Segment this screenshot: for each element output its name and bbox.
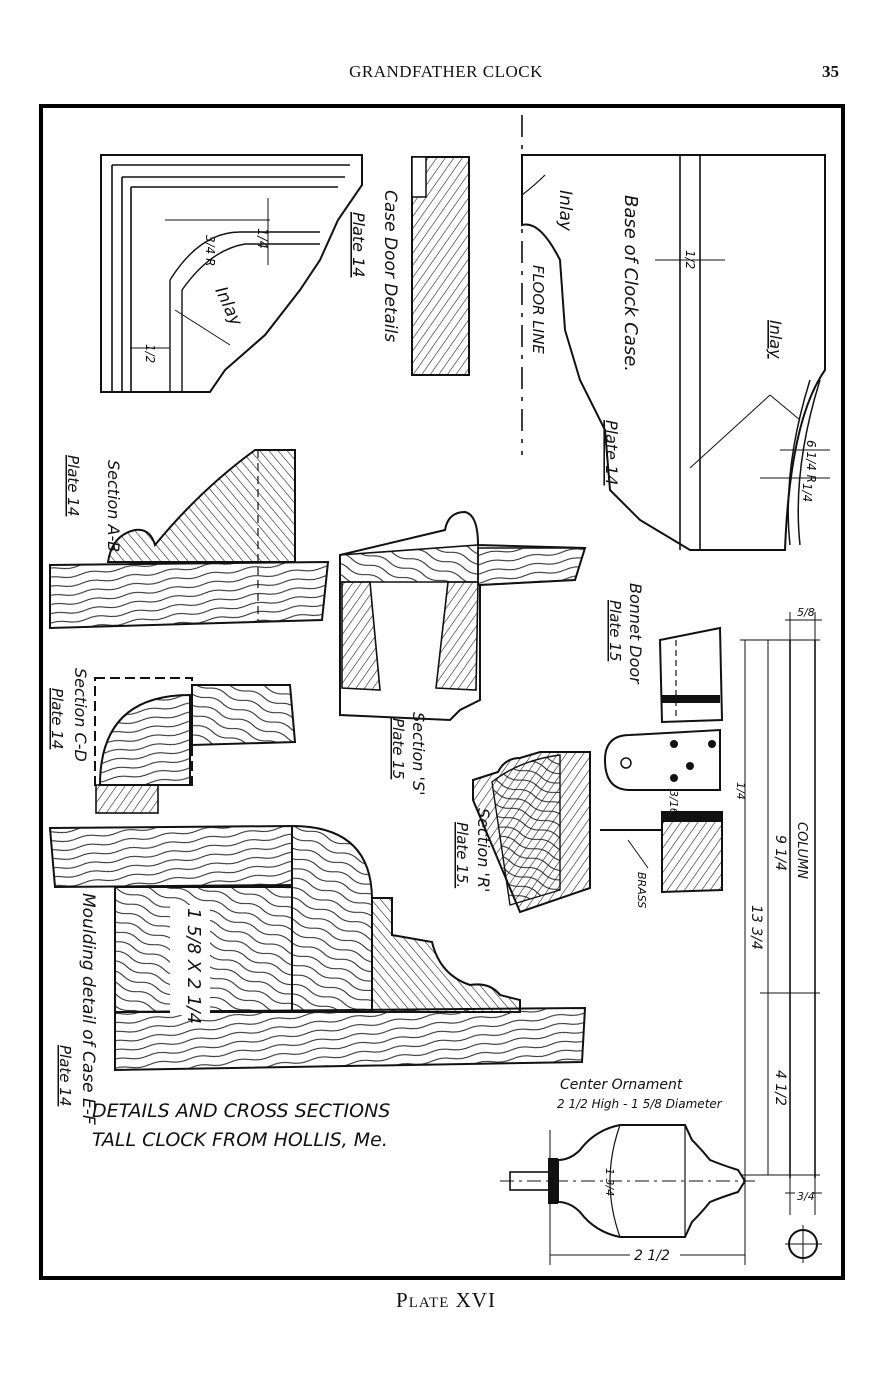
center-ornament: Center Ornament 2 1/2 High - 1 5/8 Diame…	[500, 1077, 755, 1265]
moulding-detail: 1 5/8 X 2 1/4 Moulding detail of Case E-…	[48, 824, 587, 1125]
page-number: 35	[822, 62, 839, 81]
case-door-dim-c: 1/2	[143, 344, 157, 363]
column-dim-mid: 9 1/4	[772, 835, 788, 871]
ornament-title: Center Ornament	[560, 1077, 683, 1093]
section-ab-title: Section A-B	[104, 460, 123, 552]
case-door-dim-a: 1/4	[254, 228, 269, 249]
plate-title-line1: DETAILS AND CROSS SECTIONS	[92, 1100, 390, 1122]
section-r-title: Section 'R'	[474, 808, 493, 892]
plate-title-line2: TALL CLOCK FROM HOLLIS, Me.	[92, 1129, 388, 1151]
section-a-b: Section A-B Plate 14	[49, 449, 330, 630]
section-cd-ref: Plate 14	[48, 688, 66, 749]
floor-line-label: FLOOR LINE	[529, 265, 547, 354]
ornament-dim-width: 2 1/2	[634, 1248, 670, 1264]
plate-caption: Plate XVI	[396, 1288, 496, 1312]
base-dim-small: 1/4	[800, 483, 814, 502]
base-title: Base of Clock Case.	[620, 195, 641, 372]
base-dim-big-r: 6 1/4 R	[804, 440, 818, 483]
bonnet-dim-a: 3/16	[667, 790, 680, 815]
ornament-spec: 2 1/2 High - 1 5/8 Diameter	[557, 1097, 723, 1111]
brass-label: BRASS	[635, 872, 648, 908]
column-dim-lower: 4 1/2	[772, 1070, 788, 1106]
ornament-dim-height: 1 3/4	[603, 1168, 616, 1196]
case-door-dim-b: 3/4 R	[203, 235, 217, 266]
base-inlay-label: Inlay	[766, 320, 785, 359]
plate-border	[39, 104, 845, 1280]
case-door-title: Case Door Details	[380, 190, 400, 342]
section-r: Section 'R' Plate 15.	[453, 751, 591, 914]
column-dim-base: 3/4	[797, 1190, 815, 1203]
base-ref: Plate 14	[602, 420, 621, 485]
column-label: COLUMN	[794, 822, 809, 879]
bonnet-door-detail: Bonnet Door Plate 15 BRASS 3/16 1/4	[600, 583, 747, 908]
section-r-ref: Plate 15.	[453, 822, 471, 888]
moulding-title: Moulding detail of Case E-F	[78, 893, 98, 1125]
section-ab-ref: Plate 14	[64, 455, 82, 516]
bonnet-ref: Plate 15	[606, 600, 624, 661]
base-dim-r: 1/2	[683, 250, 697, 269]
moulding-size: 1 5/8 X 2 1/4	[183, 908, 204, 1024]
section-s-ref: Plate 15	[389, 718, 407, 779]
column-dim-total: 13 3/4	[748, 905, 764, 950]
section-s: Section 'S' Plate 15	[339, 510, 587, 795]
section-cd-title: Section C-D	[71, 668, 90, 762]
case-door-detail: 1/4 3/4 R 1/2 Inlay Case Door Details Pl…	[100, 154, 470, 393]
bonnet-dim-b: 1/4	[734, 782, 747, 800]
base-of-clock-case: Inlay FLOOR LINE Base of Clock Case. Pla…	[521, 115, 830, 551]
bonnet-title: Bonnet Door	[626, 583, 645, 685]
column-dim-top: 5/8	[797, 606, 815, 619]
moulding-ref: Plate 14	[56, 1045, 74, 1106]
column-detail: 5/8 COLUMN 9 1/4 13 3/4 4 1/2 3/4	[740, 606, 822, 1263]
section-s-title: Section 'S'	[409, 712, 428, 795]
section-c-d: Section C-D Plate 14	[48, 668, 297, 814]
case-door-ref: Plate 14	[349, 212, 368, 277]
base-inlay-top: Inlay	[555, 190, 575, 232]
running-header: GRANDFATHER CLOCK	[349, 62, 543, 81]
